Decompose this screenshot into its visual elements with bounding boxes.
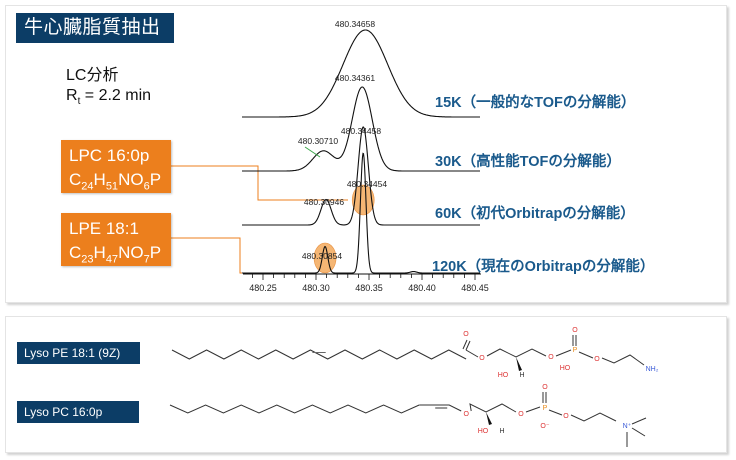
wedge-bond	[516, 357, 522, 371]
compound-box-lpc: LPC 16:0p C24H51NO6P	[61, 140, 171, 193]
connector-lpc	[171, 165, 348, 201]
peak-label: 480.34454	[347, 179, 387, 189]
methyl-1	[631, 417, 647, 425]
resolution-label-15k: 15K（一般的なTOFの分解能）	[435, 95, 636, 111]
atom-o-ether: O	[463, 411, 469, 418]
p-o-bond-pc-3	[548, 409, 563, 416]
p-o-bond-3	[578, 351, 594, 359]
atom-o-choline: O	[563, 413, 569, 420]
lc-info: LC分析 Rt = 2.2 min	[66, 66, 151, 112]
atom-o-ester: O	[479, 355, 485, 362]
alkyl-chain-pc	[169, 404, 420, 414]
highlight-ellipse	[313, 242, 337, 274]
atom-nh2: NH₂	[646, 366, 659, 373]
carbonyl-bond-2	[462, 339, 468, 350]
retention-time: Rt = 2.2 min	[66, 87, 152, 108]
atom-p: P	[573, 347, 578, 354]
formula-element: NO	[118, 170, 144, 189]
lc-analysis-label: LC分析	[66, 67, 119, 84]
methyl-2	[631, 427, 646, 437]
formula-subscript: 6	[143, 180, 150, 193]
peak-label: 480.30946	[304, 197, 344, 207]
formula-subscript: 47	[105, 253, 119, 266]
atom-o-carbonyl: O	[463, 331, 469, 338]
formula-subscript: 23	[81, 253, 94, 266]
highlight-ellipse	[351, 184, 375, 216]
formula-subscript: 51	[105, 180, 119, 193]
vinyl-ether-pc	[419, 404, 462, 412]
ester-bond	[465, 349, 479, 358]
fatty-acyl-chain-pe	[171, 349, 467, 360]
atom-ho: HO	[478, 428, 489, 435]
atom-h: H	[519, 372, 524, 379]
structure-panel	[5, 316, 727, 453]
atom-o-p: O	[542, 384, 548, 391]
atom-o-minus: O⁻	[540, 423, 549, 430]
atom-ho: HO	[498, 372, 509, 379]
peak-label: 480.34658	[335, 19, 375, 29]
compound-name: LPE 18:1	[69, 219, 139, 238]
molecule-label-lyso-pc: Lyso PC 16:0p	[17, 401, 139, 423]
resolution-label-60k: 60K（初代Orbitrapの分解能）	[435, 206, 635, 222]
formula-subscript: 7	[143, 253, 150, 266]
glycerol-backbone-pc	[469, 403, 517, 413]
formula-element: H	[93, 243, 106, 262]
peak-label: 480.30854	[302, 251, 342, 261]
peak-label: 480.34361	[335, 73, 375, 83]
formula-element: NO	[118, 243, 144, 262]
choline-chain	[570, 412, 617, 422]
peak-leader-line	[304, 146, 321, 158]
glycerol-backbone-pe	[486, 348, 547, 358]
carbonyl-bond	[465, 340, 471, 351]
highlights	[313, 184, 375, 274]
atom-h: H	[499, 428, 504, 435]
phosphate-bond	[555, 349, 572, 357]
compound-name: LPC 16:0p	[69, 146, 150, 165]
molecule-label-lyso-pe: Lyso PE 18:1 (9Z)	[17, 342, 140, 364]
formula-element: P	[149, 170, 162, 189]
compound-formula: C24H51NO6P	[69, 168, 171, 198]
formula-element: P	[149, 243, 162, 262]
x-tick-label: 480.30	[302, 283, 330, 293]
x-tick-label: 480.35	[355, 283, 383, 293]
traces	[242, 29, 480, 274]
atom-n-plus: N⁺	[623, 423, 632, 430]
spectrum-trace-120k	[242, 152, 480, 274]
compound-box-lpe: LPE 18:1 C23H47NO7P	[61, 213, 171, 266]
spectrum-trace-60k	[242, 126, 480, 226]
ethanolamine-chain	[601, 354, 645, 366]
peak-label: 480.34458	[341, 126, 381, 136]
x-tick-label: 480.25	[249, 283, 277, 293]
spectrum-trace-30k	[242, 86, 480, 172]
formula-element: H	[93, 170, 106, 189]
compound-formula: C23H47NO7P	[69, 241, 171, 271]
atom-p: P	[543, 405, 548, 412]
formula-element: C	[69, 170, 82, 189]
phosphate-bond-pc	[525, 406, 541, 413]
atom-o-phosphate: O	[518, 411, 524, 418]
x-tick-label: 480.40	[408, 283, 436, 293]
atom-ho-p: HO	[560, 365, 571, 372]
spectrum-trace-15k	[242, 29, 480, 118]
x-tick-label: 480.45	[461, 283, 489, 293]
atom-o-ethanol: O	[594, 356, 600, 363]
atom-o-p: O	[572, 327, 578, 334]
sample-title: 牛心臓脂質抽出液	[16, 13, 174, 68]
atom-o-phosphate: O	[548, 354, 554, 361]
formula-element: C	[69, 243, 82, 262]
connector-lpe	[171, 237, 308, 274]
resolution-label-120k: 120K（現在のOrbitrapの分解能）	[432, 259, 655, 275]
wedge-bond-pc	[486, 412, 492, 425]
resolution-label-30k: 30K（高性能TOFの分解能）	[435, 154, 621, 170]
peak-label: 480.30710	[298, 136, 338, 146]
formula-subscript: 24	[81, 180, 94, 193]
x-axis: 480.25 480.30 480.35 480.40 480.45	[243, 273, 489, 293]
